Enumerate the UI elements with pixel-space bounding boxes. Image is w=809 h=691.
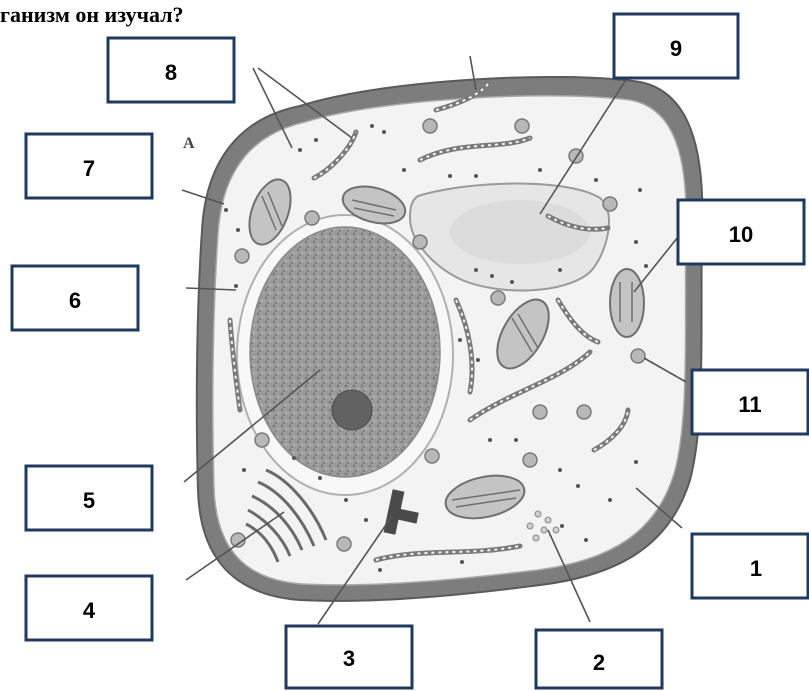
label-9: 9	[670, 36, 682, 61]
label-box-6: 6	[12, 266, 138, 330]
label-box-1: 1	[692, 534, 808, 598]
label-box-9: 9	[614, 14, 738, 78]
label-1: 1	[750, 556, 762, 581]
label-box-11: 11	[692, 370, 808, 434]
label-box-10: 10	[678, 200, 804, 264]
label-3: 3	[343, 646, 355, 671]
label-box-4: 4	[26, 576, 152, 640]
label-box-8: 8	[108, 38, 234, 102]
label-box-7: 7	[26, 134, 152, 198]
label-4: 4	[83, 598, 96, 623]
label-box-2: 2	[536, 630, 662, 688]
cell	[197, 77, 703, 601]
label-11: 11	[738, 392, 761, 417]
label-7: 7	[83, 156, 95, 181]
label-6: 6	[69, 288, 81, 313]
label-10: 10	[729, 222, 753, 247]
label-2: 2	[593, 650, 605, 675]
edge-letter: A	[183, 135, 195, 152]
label-5: 5	[83, 488, 95, 513]
label-box-3: 3	[286, 626, 412, 688]
label-8: 8	[165, 60, 177, 85]
nucleolus	[332, 390, 372, 430]
label-box-5: 5	[26, 466, 152, 530]
question-text: ганизм он изучал?	[0, 2, 184, 27]
nucleus	[250, 227, 440, 477]
